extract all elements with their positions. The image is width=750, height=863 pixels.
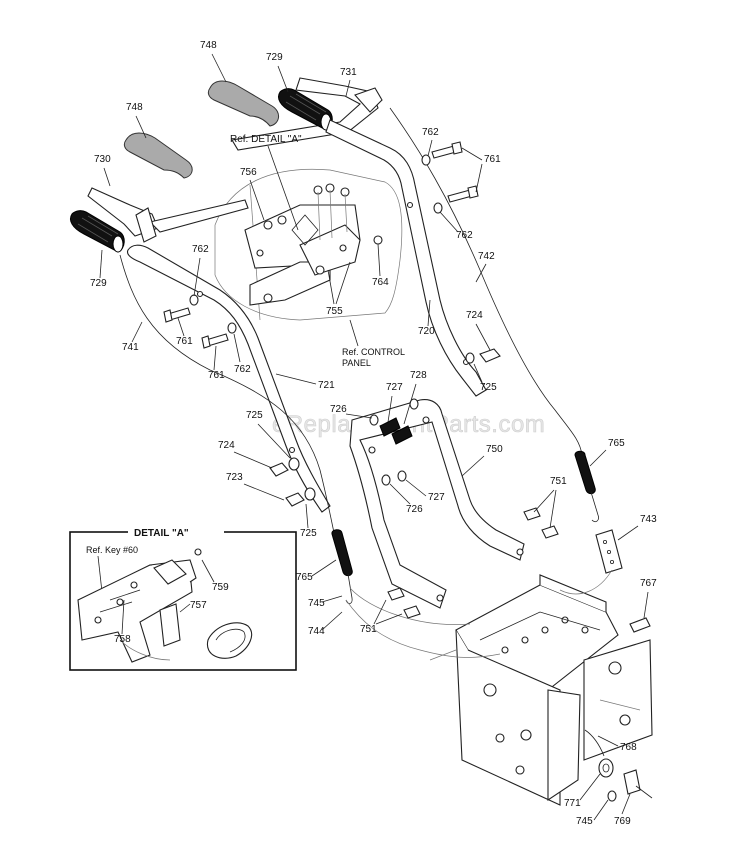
- callout-725-a: 725: [480, 382, 497, 393]
- callout-744: 744: [308, 626, 325, 637]
- callout-751-a: 751: [550, 476, 567, 487]
- callout-728: 728: [410, 370, 427, 381]
- callout-761-b: 761: [176, 336, 193, 347]
- callout-724-a: 724: [466, 310, 483, 321]
- callout-727-a: 727: [386, 382, 403, 393]
- callout-750: 750: [486, 444, 503, 455]
- callout-723: 723: [226, 472, 243, 483]
- washers-762-upper: [421, 154, 443, 214]
- callout-725-b: 725: [246, 410, 263, 421]
- detail-ref-key: Ref. Key #60: [86, 545, 138, 555]
- callout-767: 767: [640, 578, 657, 589]
- callout-755: 755: [326, 306, 343, 317]
- callout-771: 771: [564, 798, 581, 809]
- washer-745-lower: [607, 790, 617, 802]
- spring-728: [379, 417, 413, 445]
- callout-769: 769: [614, 816, 631, 827]
- callout-764: 764: [372, 277, 389, 288]
- upper-handle-721: [126, 244, 331, 513]
- callout-742: 742: [478, 251, 495, 262]
- callout-761-c: 761: [208, 370, 225, 381]
- callout-720: 720: [418, 326, 435, 337]
- callout-727-b: 727: [428, 492, 445, 503]
- lower-handle-750: [349, 399, 525, 609]
- callout-757: 757: [190, 600, 207, 611]
- callout-730: 730: [94, 154, 111, 165]
- cable-744: [345, 587, 501, 658]
- spring-765-left: [331, 529, 353, 604]
- callout-762-d: 762: [234, 364, 251, 375]
- hardware-764: [373, 235, 383, 245]
- callout-729-right: 729: [266, 52, 283, 63]
- callout-762-a: 762: [422, 127, 439, 138]
- bracket-769: [623, 769, 653, 799]
- callout-761-a: 761: [484, 154, 501, 165]
- hardware-751: [387, 507, 559, 619]
- callout-758: 758: [114, 634, 131, 645]
- detail-a-box: DETAIL "A" Ref. Key #60 759 757 758: [69, 526, 297, 671]
- handle-frame-housing: [429, 574, 653, 806]
- callout-748-left: 748: [126, 102, 143, 113]
- callouts: 748 729 731 748 730 756 762 761 762 742 …: [90, 40, 657, 827]
- callout-751-b: 751: [360, 624, 377, 635]
- roller-771: [598, 758, 614, 778]
- callout-743: 743: [640, 514, 657, 525]
- callout-765-right: 765: [608, 438, 625, 449]
- callout-759: 759: [212, 582, 229, 593]
- ref-control-panel-label-1: Ref. CONTROL: [342, 347, 405, 357]
- callout-765-left: 765: [296, 572, 313, 583]
- callout-726-b: 726: [406, 504, 423, 515]
- spring-768: [584, 729, 605, 757]
- callout-745-b: 745: [576, 816, 593, 827]
- bolt-767: [629, 617, 651, 633]
- upper-handle-720: [325, 119, 487, 397]
- callout-745-a: 745: [308, 598, 325, 609]
- handle-grip-729-right: [278, 88, 333, 131]
- grip-cover-748-right: [207, 80, 279, 127]
- callout-768: 768: [620, 742, 637, 753]
- handle-grip-729-left: [70, 210, 125, 253]
- callout-726-a: 726: [330, 404, 347, 415]
- callout-756: 756: [240, 167, 257, 178]
- control-cable-742: [389, 107, 583, 456]
- hardware-723-724-725: [269, 348, 501, 507]
- callout-762-b: 762: [456, 230, 473, 241]
- washers-727: [369, 398, 419, 486]
- callout-724-b: 724: [218, 440, 235, 451]
- callout-741: 741: [122, 342, 139, 353]
- ref-control-panel-label-2: PANEL: [342, 358, 371, 368]
- callout-748-right: 748: [200, 40, 217, 51]
- spring-765-right: [574, 450, 599, 523]
- bolt-761-upper: [431, 141, 479, 203]
- callout-729-left: 729: [90, 278, 107, 289]
- bolts-761-left: [163, 294, 237, 349]
- callout-762-c: 762: [192, 244, 209, 255]
- cable-link-743: [559, 529, 623, 595]
- grip-cover-748-left: [123, 132, 193, 179]
- control-cable-741: [119, 254, 341, 561]
- callout-731: 731: [340, 67, 357, 78]
- detail-a-title: DETAIL "A": [134, 528, 189, 539]
- callout-721: 721: [318, 380, 335, 391]
- ref-detail-a-label: Ref. DETAIL "A": [230, 134, 302, 145]
- callout-725-c: 725: [300, 528, 317, 539]
- control-bracket-assembly: [244, 183, 361, 306]
- control-rod-730: [87, 187, 249, 243]
